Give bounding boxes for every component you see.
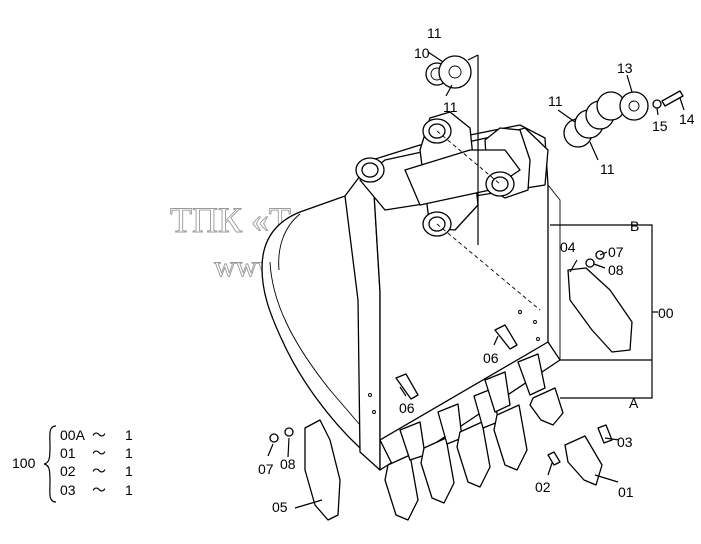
callout-08: 08 (608, 262, 624, 278)
callout-07: 07 (608, 244, 624, 260)
callout-04: 04 (560, 239, 576, 255)
part-15-washer (652, 99, 662, 109)
callout-03: 03 (617, 434, 633, 450)
group-number: 100 (12, 455, 36, 471)
part-03-lock (597, 424, 613, 444)
callout-11: 11 (443, 99, 458, 115)
callout-14: 14 (679, 111, 695, 127)
part-11-shim-top (438, 55, 472, 89)
part-04-side-cutter (567, 267, 633, 353)
callout-06: 06 (483, 350, 499, 366)
tooth-5 (517, 353, 564, 426)
part-01-tooth-point (564, 435, 603, 486)
tooth-4 (484, 371, 528, 471)
callout-11: 11 (600, 161, 615, 177)
bucket-teeth (384, 353, 564, 521)
part-13-plate (619, 91, 649, 121)
row-sep: 〜 (92, 463, 106, 479)
leader-lines (267, 51, 685, 509)
row-part: 02 (60, 463, 76, 479)
callout-11: 11 (427, 25, 442, 41)
callout-07: 07 (258, 461, 274, 477)
row-sep: 〜 (92, 482, 106, 498)
part-05-side-cutter (304, 419, 341, 521)
part-11-shim-stack (563, 91, 626, 148)
tooth-1 (384, 421, 426, 521)
exploded-parts (269, 55, 684, 521)
callout-02: 02 (535, 479, 551, 495)
callout-01: 01 (618, 484, 634, 500)
row-qty: 1 (125, 463, 133, 479)
bolt-holes (368, 310, 540, 414)
part-14-bolt (661, 90, 684, 107)
part-02-pin (547, 451, 561, 466)
quantity-table: 100 00A 〜 1 01 〜 1 02 〜 1 03 〜 1 (12, 425, 133, 503)
row-part: 00A (60, 427, 86, 443)
tooth-2 (420, 403, 463, 504)
group-brace (43, 425, 57, 503)
row-qty: 1 (125, 427, 133, 443)
callout-08: 08 (280, 456, 296, 472)
callout-A: A (629, 395, 639, 411)
callout-06: 06 (399, 400, 415, 416)
callout-B: B (630, 218, 639, 234)
row-part: 01 (60, 445, 76, 461)
callout-15: 15 (652, 118, 668, 134)
quantity-row: 00A 〜 1 (60, 427, 133, 443)
callout-13: 13 (617, 60, 633, 76)
row-part: 03 (60, 482, 76, 498)
quantity-row: 03 〜 1 (60, 482, 133, 498)
callout-00: 00 (658, 305, 674, 321)
callout-10: 10 (414, 45, 430, 61)
bucket-body (261, 111, 561, 471)
callout-labels: 10 11 11 11 11 13 14 15 04 07 08 00 B A … (258, 25, 695, 515)
row-sep: 〜 (92, 445, 106, 461)
part-06-bolt-lower (395, 373, 419, 400)
row-qty: 1 (125, 445, 133, 461)
row-qty: 1 (125, 482, 133, 498)
callout-05: 05 (272, 499, 288, 515)
quantity-row: 01 〜 1 (60, 445, 133, 461)
part-06-bolt-upper (494, 324, 518, 350)
quantity-row: 02 〜 1 (60, 463, 133, 479)
row-sep: 〜 (92, 427, 106, 443)
callout-11: 11 (548, 93, 563, 109)
